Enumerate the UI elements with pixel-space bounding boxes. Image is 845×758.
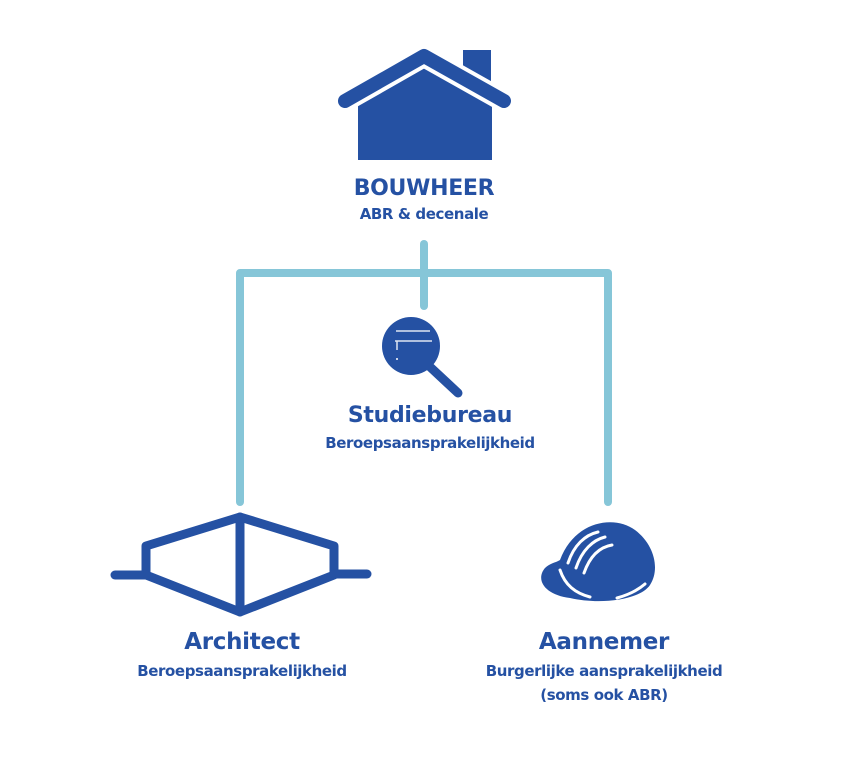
bouwheer-title: BOUWHEER — [353, 176, 495, 201]
architect-title: Architect — [184, 629, 300, 655]
bouwheer-subtitle: ABR & decenale — [359, 205, 489, 223]
architect-subtitle: Beroepsaansprakelijkheid — [137, 662, 347, 680]
studiebureau-subtitle: Beroepsaansprakelijkheid — [325, 434, 535, 452]
aannemer-subtitle: Burgerlijke aansprakelijkheid — [485, 662, 723, 680]
studiebureau-title: Studiebureau — [347, 403, 513, 428]
aannemer-title: Aannemer — [538, 629, 670, 655]
aannemer-subtitle-note: (soms ook ABR) — [540, 686, 668, 704]
